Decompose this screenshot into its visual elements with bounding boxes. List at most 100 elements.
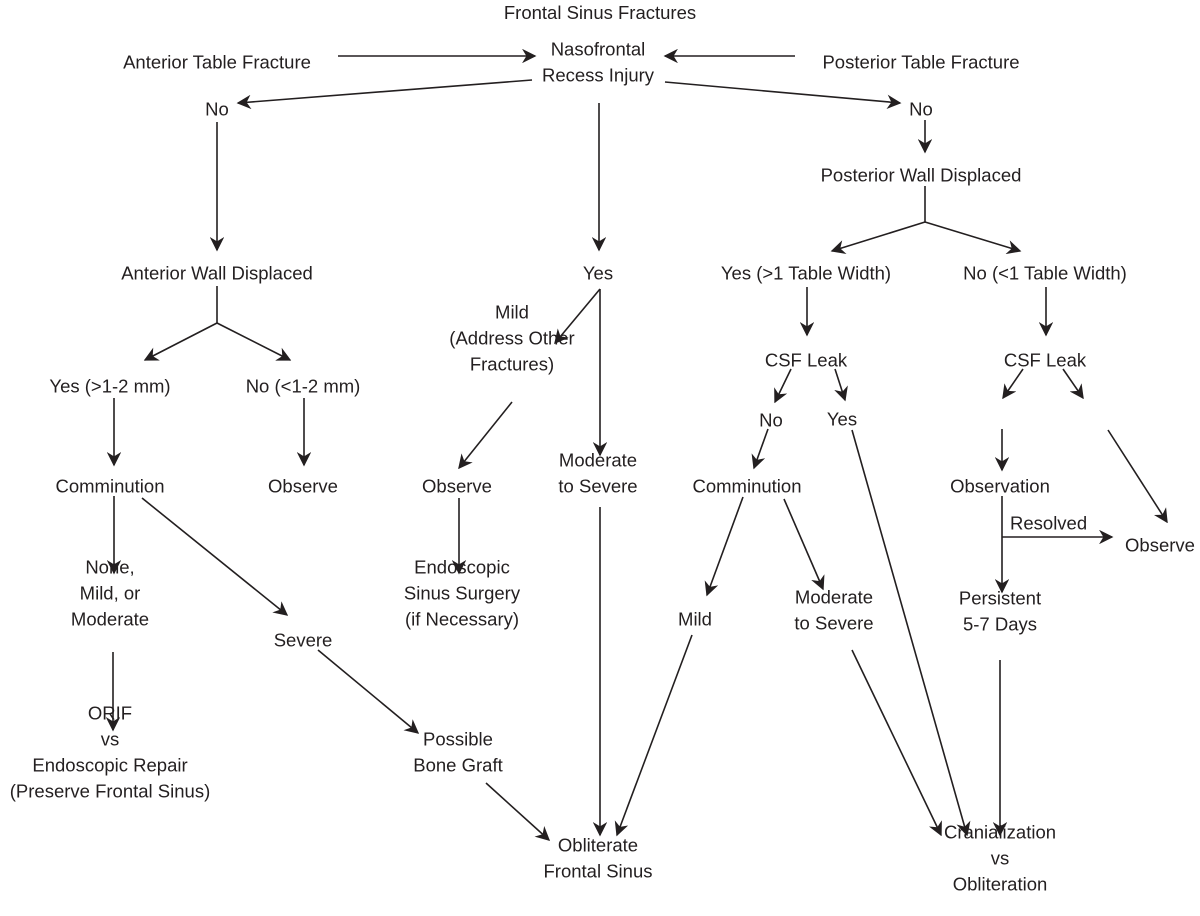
node-observation: Observation bbox=[950, 475, 1050, 496]
node-line: No (<1 Table Width) bbox=[963, 262, 1127, 283]
node-line: Moderate bbox=[71, 608, 149, 629]
node-posterior-table: Posterior Table Fracture bbox=[822, 51, 1019, 72]
node-post-mod-severe: Moderate to Severe bbox=[794, 586, 873, 633]
node-line: Fractures) bbox=[470, 353, 554, 374]
node-line: CSF Leak bbox=[1004, 349, 1087, 370]
node-line: Comminution bbox=[693, 475, 802, 496]
node-line: Sinus Surgery bbox=[404, 582, 521, 603]
edge-arrow-anterior-wall-displaced-to-ant-no bbox=[216, 322, 292, 361]
edge-arrow-post-comminution-to-post-mod-severe bbox=[783, 498, 825, 591]
node-line: vs bbox=[101, 728, 120, 749]
node-nfr-mod-severe: Moderate to Severe bbox=[558, 449, 637, 496]
node-line: Mild bbox=[678, 608, 712, 629]
node-line: Posterior Table Fracture bbox=[822, 51, 1019, 72]
node-line: Yes bbox=[583, 262, 613, 283]
node-persistent: Persistent 5-7 Days bbox=[959, 587, 1041, 634]
edge-arrow-posterior-wall-displaced-to-post-yes bbox=[830, 221, 926, 255]
node-post-comminution: Comminution bbox=[693, 475, 802, 496]
node-post-mild: Mild bbox=[678, 608, 712, 629]
edge-arrow-nfr-yes-to-nfr-mild bbox=[554, 288, 601, 345]
node-line: Mild bbox=[495, 301, 529, 322]
node-line: Persistent bbox=[959, 587, 1041, 608]
edge-arrow-csf-leak-b-to-csf-b-yes bbox=[1002, 368, 1024, 400]
node-line: Moderate bbox=[559, 449, 637, 470]
edge-arrow-anterior-wall-displaced-to-ant-yes bbox=[143, 322, 218, 361]
edge-arrow-ant-severe-to-bone-graft bbox=[317, 649, 420, 734]
node-post-no: No (<1 Table Width) bbox=[963, 262, 1127, 283]
node-line: Severe bbox=[274, 629, 333, 650]
node-line: Nasofrontal bbox=[551, 38, 646, 59]
node-csf-a-yes: Yes bbox=[827, 408, 857, 429]
node-posterior-wall-displaced: Posterior Wall Displaced bbox=[821, 164, 1022, 185]
node-line: Cranialization bbox=[944, 821, 1056, 842]
node-line: Observe bbox=[422, 475, 492, 496]
node-anterior-wall-displaced: Anterior Wall Displaced bbox=[121, 262, 313, 283]
node-nfr-observe: Observe bbox=[422, 475, 492, 496]
node-post-observe: Observe bbox=[1125, 534, 1195, 555]
node-line: to Severe bbox=[558, 475, 637, 496]
edge-arrow-ant-comminution-to-ant-severe bbox=[141, 497, 289, 616]
node-left-no: No bbox=[205, 98, 229, 119]
node-line: to Severe bbox=[794, 612, 873, 633]
node-line: CSF Leak bbox=[765, 349, 848, 370]
node-line: Anterior Table Fracture bbox=[123, 51, 311, 72]
edge-arrow-nfr-mild-to-nfr-observe bbox=[458, 401, 513, 470]
node-line: Resolved bbox=[1010, 512, 1087, 533]
node-line: Anterior Wall Displaced bbox=[121, 262, 313, 283]
node-line: Observe bbox=[1125, 534, 1195, 555]
node-line: (Preserve Frontal Sinus) bbox=[10, 780, 210, 801]
node-line: vs bbox=[991, 847, 1010, 868]
node-line: Recess Injury bbox=[542, 64, 655, 85]
node-csf-a-no: No bbox=[759, 409, 783, 430]
node-line: Yes bbox=[827, 408, 857, 429]
node-ant-none-mild-mod: None, Mild, or Moderate bbox=[71, 556, 149, 629]
node-post-yes: Yes (>1 Table Width) bbox=[721, 262, 891, 283]
edge-arrow-post-mod-severe-to-cranialization bbox=[851, 649, 942, 837]
node-line: No (<1-2 mm) bbox=[246, 375, 361, 396]
node-line: ORIF bbox=[88, 702, 132, 723]
edge-arrow-nfr-injury-to-right-no bbox=[664, 81, 902, 110]
node-ant-comminution: Comminution bbox=[56, 475, 165, 496]
node-line: Observe bbox=[268, 475, 338, 496]
node-line: Obliterate bbox=[558, 834, 638, 855]
node-line: Endoscopic bbox=[414, 556, 510, 577]
node-line: Moderate bbox=[795, 586, 873, 607]
node-line: Yes (>1-2 mm) bbox=[49, 375, 170, 396]
node-line: 5-7 Days bbox=[963, 613, 1037, 634]
node-ant-no: No (<1-2 mm) bbox=[246, 375, 361, 396]
edge-arrow-csf-leak-b-to-csf-b-no bbox=[1062, 368, 1084, 400]
node-line: (Address Other bbox=[449, 327, 574, 348]
node-line: Frontal Sinus bbox=[544, 860, 653, 881]
node-line: Observation bbox=[950, 475, 1050, 496]
node-line: Endoscopic Repair bbox=[32, 754, 187, 775]
node-ant-severe: Severe bbox=[274, 629, 333, 650]
edge-arrow-csf-a-no-to-post-comminution bbox=[751, 428, 769, 470]
edge-arrow-nfr-injury-to-left-no bbox=[236, 79, 533, 110]
diagram-title: Frontal Sinus Fractures bbox=[504, 2, 696, 23]
node-line: Posterior Wall Displaced bbox=[821, 164, 1022, 185]
node-line: (if Necessary) bbox=[405, 608, 519, 629]
node-line: Obliteration bbox=[953, 873, 1048, 894]
edge-arrow-bone-graft-to-obliterate bbox=[485, 782, 551, 841]
node-right-no: No bbox=[909, 98, 933, 119]
edge-arrow-csf-leak-a-to-csf-a-yes bbox=[834, 368, 848, 402]
node-line: No bbox=[909, 98, 933, 119]
node-anterior-table: Anterior Table Fracture bbox=[123, 51, 311, 72]
edge-arrow-posterior-wall-displaced-to-post-no bbox=[924, 221, 1022, 255]
node-ant-yes: Yes (>1-2 mm) bbox=[49, 375, 170, 396]
node-line: Mild, or bbox=[80, 582, 141, 603]
edge-arrow-csf-leak-a-to-csf-a-no bbox=[774, 368, 792, 404]
node-line: Yes (>1 Table Width) bbox=[721, 262, 891, 283]
node-csf-leak-b: CSF Leak bbox=[1004, 349, 1087, 370]
edges bbox=[105, 48, 1168, 841]
edge-arrow-csf-a-yes-to-cranialization bbox=[851, 429, 971, 837]
node-line: None, bbox=[85, 556, 134, 577]
node-line: Possible bbox=[423, 728, 493, 749]
